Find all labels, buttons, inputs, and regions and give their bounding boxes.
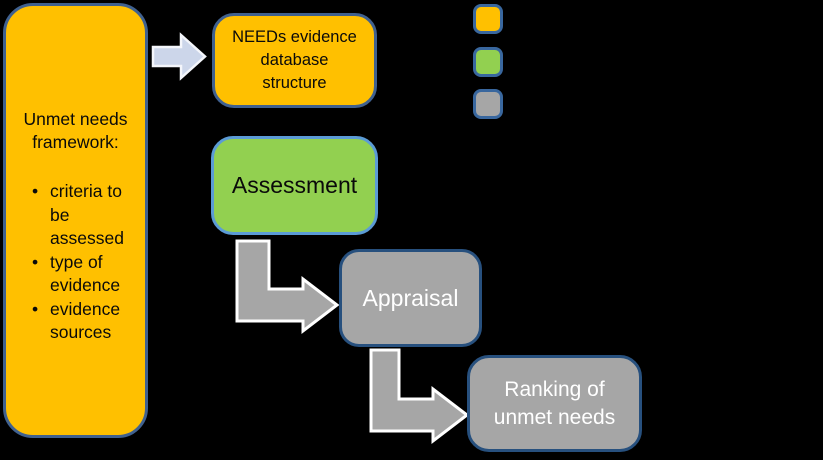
legend-yellow-swatch xyxy=(473,4,503,34)
framework-box-title: Unmet needs framework: xyxy=(23,109,128,152)
ranking-box: Ranking of unmet needs xyxy=(467,355,642,452)
framework-to-needs-arrow-icon xyxy=(151,32,207,81)
framework-bullet-criteria: criteria to be assessed xyxy=(32,180,141,251)
framework-bullet-list: criteria to be assessed type of evidence… xyxy=(6,180,145,345)
needs-database-box: NEEDs evidence database structure xyxy=(212,13,377,108)
framework-bullet-evidence-type: type of evidence xyxy=(32,251,141,298)
appraisal-to-ranking-arrow-icon xyxy=(369,348,470,445)
appraisal-box: Appraisal xyxy=(339,249,482,347)
assessment-to-appraisal-arrow-icon xyxy=(235,239,340,335)
framework-box: Unmet needs framework: criteria to be as… xyxy=(3,3,148,438)
framework-bullet-evidence-sources: evidence sources xyxy=(32,298,141,345)
assessment-box: Assessment xyxy=(211,136,378,235)
legend-green-swatch xyxy=(473,47,503,77)
legend-gray-swatch xyxy=(473,89,503,119)
